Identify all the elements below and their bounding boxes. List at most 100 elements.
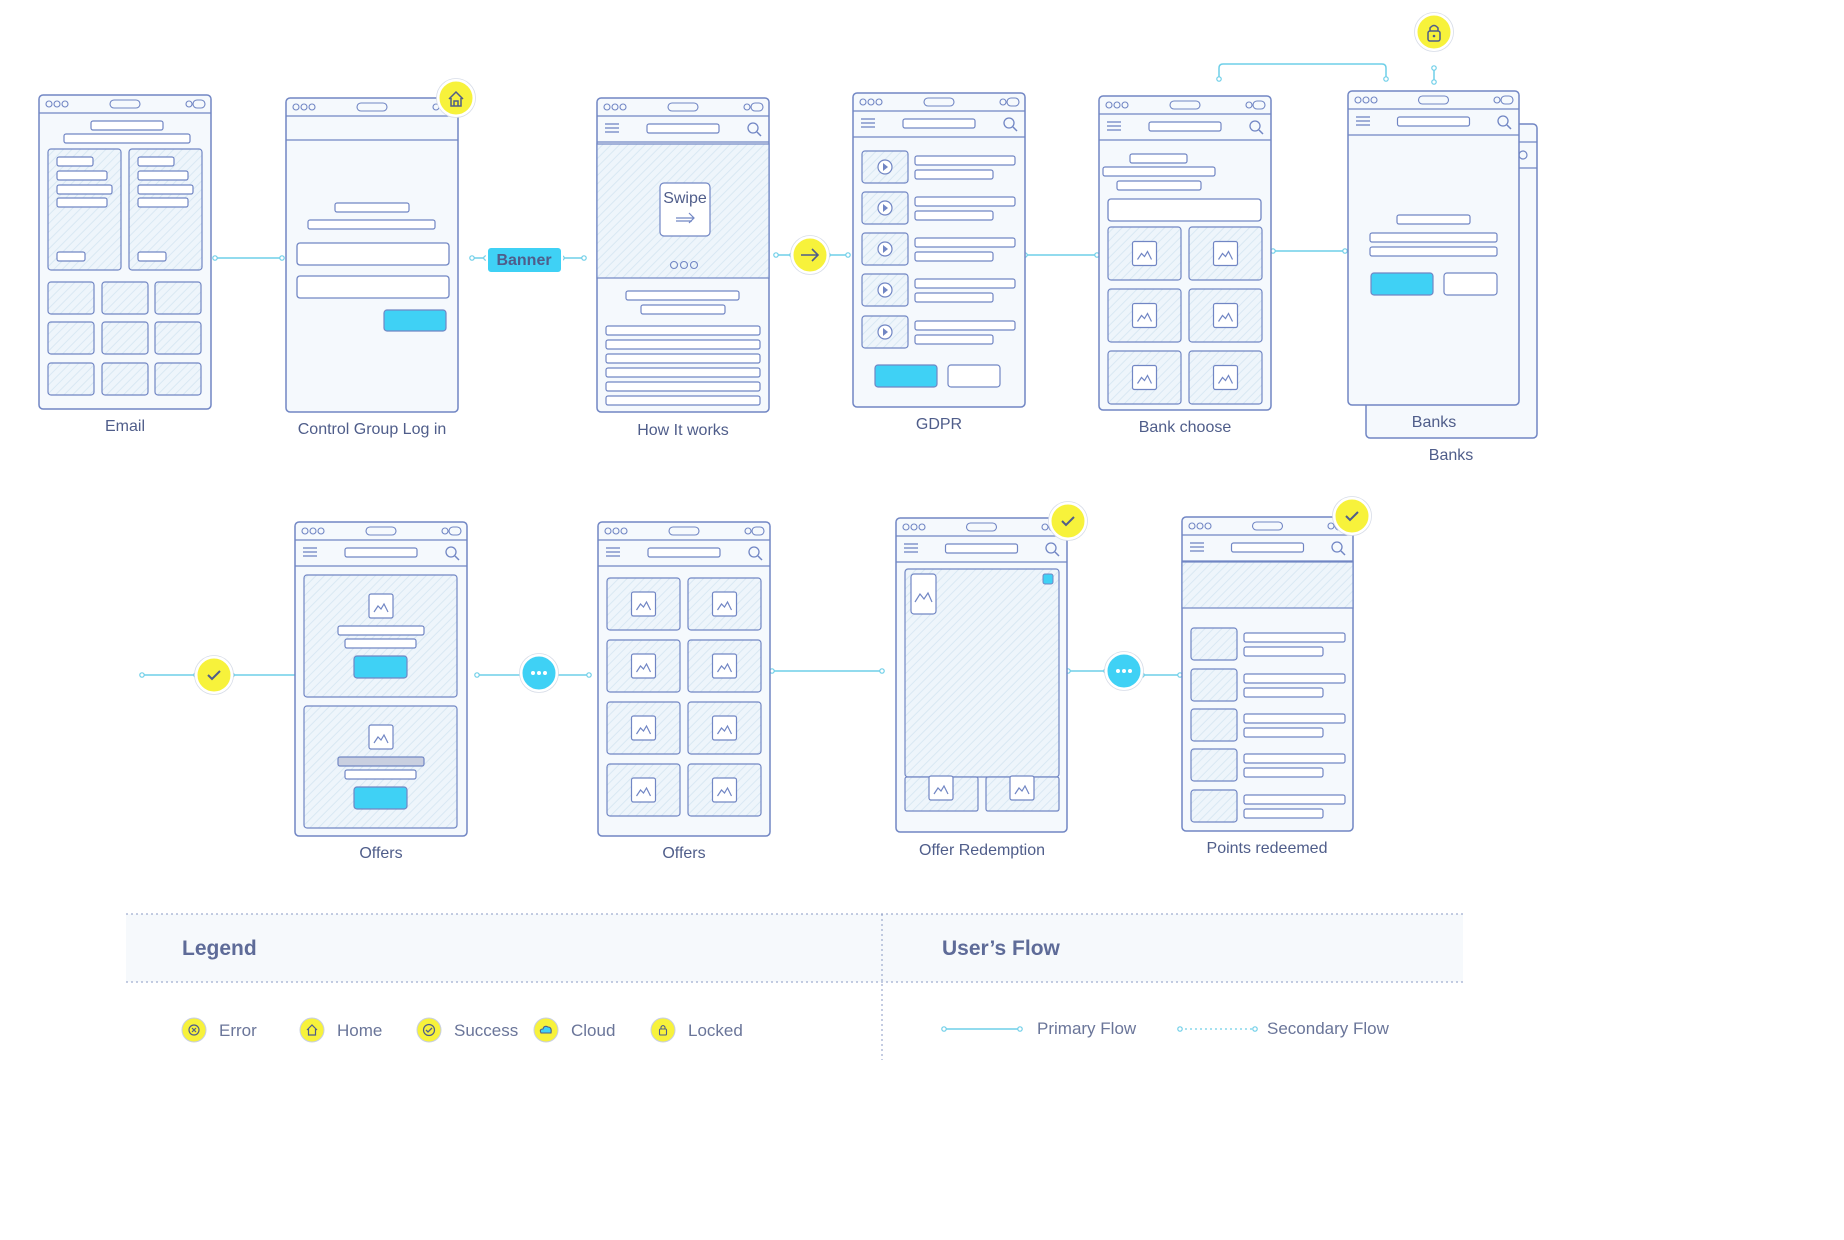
- list-thumb: [1190, 708, 1238, 742]
- screen-label-bank-choose: Bank choose: [1139, 419, 1232, 436]
- pager-dot: [689, 260, 699, 270]
- text-placeholder: [1116, 180, 1202, 191]
- window-dot: [185, 100, 193, 108]
- lock-icon-circle: [1414, 12, 1454, 52]
- grid-tile: [154, 281, 202, 315]
- swipe-label: Swipe: [663, 190, 707, 207]
- legend-item-success: Success: [416, 1017, 518, 1043]
- play-icon-triangle: [883, 286, 888, 294]
- search-field: [1107, 198, 1262, 222]
- text-placeholder: [334, 202, 410, 213]
- titlebar-pill: [1417, 95, 1450, 105]
- dot: [1116, 669, 1120, 673]
- window-dot: [1196, 522, 1204, 530]
- image-icon-mountain: [1137, 250, 1153, 260]
- titlebar-toggle: [1500, 95, 1514, 105]
- window-dot: [441, 527, 449, 535]
- grid-tile: [47, 362, 95, 396]
- back-button[interactable]: [1443, 272, 1498, 296]
- lock-body: [658, 1028, 668, 1036]
- image-icon-mountain: [1218, 250, 1234, 260]
- badge-layer: Banner: [194, 12, 1454, 695]
- titlebar-pill: [365, 526, 397, 536]
- window-dot: [910, 523, 918, 531]
- grid-tile: [101, 281, 149, 315]
- flow-node: [1342, 248, 1348, 254]
- swipe-card: [659, 182, 711, 237]
- flow-node: [1017, 1026, 1023, 1032]
- text-placeholder: [307, 219, 436, 230]
- titlebar-toggle: [1252, 100, 1266, 110]
- window-dot: [1245, 101, 1253, 109]
- dot: [543, 671, 547, 675]
- success-ring: [422, 1023, 436, 1037]
- legend-label-locked: Locked: [688, 1021, 743, 1040]
- arrow-right-icon: [790, 235, 830, 275]
- offer-cta-button[interactable]: [353, 655, 408, 679]
- list-thumb: [1190, 627, 1238, 661]
- screen-offers-1: Offers: [294, 521, 468, 862]
- banner-tag-label: Banner: [496, 252, 551, 269]
- text-placeholder: [56, 170, 108, 181]
- screen-label-points-redeemed: Points redeemed: [1207, 840, 1328, 857]
- flow-node: [581, 255, 587, 261]
- image-icon: [711, 777, 738, 803]
- legend-title: Legend: [182, 937, 257, 960]
- success-icon: [416, 1017, 442, 1043]
- branch-connector: [1218, 63, 1387, 79]
- checkbox[interactable]: [1042, 573, 1054, 585]
- screen-bank-choose: Bank choose: [1098, 95, 1272, 436]
- titlebar-toggle: [192, 99, 206, 109]
- text-placeholder: [337, 625, 425, 636]
- text-placeholder: [1243, 753, 1346, 764]
- screen-banks: Banks: [1347, 90, 1520, 431]
- text-placeholder: [56, 197, 108, 208]
- screen-points-redeemed: Points redeemed: [1181, 516, 1354, 857]
- text-placeholder: [137, 184, 194, 195]
- search-icon: [1249, 120, 1261, 132]
- search-icon: [748, 546, 760, 558]
- screen-label-offers-2: Offers: [662, 845, 705, 862]
- window-dot: [619, 103, 627, 111]
- header-title-placeholder: [902, 118, 976, 129]
- grid-tile: [47, 281, 95, 315]
- flow-node: [1383, 76, 1389, 82]
- submit-button[interactable]: [383, 309, 447, 332]
- search-icon: [747, 122, 759, 134]
- offer-cta-button[interactable]: [353, 786, 408, 810]
- image-icon: [630, 591, 657, 617]
- text-placeholder: [1129, 153, 1188, 164]
- accept-button[interactable]: [874, 364, 938, 388]
- banner-tag: Banner: [486, 246, 563, 274]
- text-placeholder: [344, 638, 417, 649]
- image-icon: [1131, 302, 1158, 329]
- continue-button[interactable]: [1370, 272, 1434, 296]
- window-dot: [620, 527, 628, 535]
- text-placeholder: [1369, 232, 1498, 243]
- text-placeholder: [90, 120, 164, 131]
- text-placeholder: [1102, 166, 1216, 177]
- text-placeholder: [1243, 646, 1324, 657]
- screen-label-how-it-works: How It works: [637, 422, 729, 439]
- locked-icon: [650, 1017, 676, 1043]
- text-placeholder: [914, 251, 994, 262]
- search-icon-handle: [756, 131, 762, 137]
- image-icon: [1131, 240, 1158, 267]
- screen-label-control-group-login: Control Group Log in: [298, 421, 447, 438]
- image-icon-mountain: [636, 786, 652, 797]
- image-icon: [711, 715, 738, 741]
- more-dots-icon-outline: [519, 653, 559, 693]
- more-dots-icon: [519, 653, 559, 693]
- legend-item-error: Error: [181, 1017, 257, 1043]
- image-icon-mountain: [717, 724, 733, 735]
- offer-card: [303, 705, 458, 829]
- legend-header-band: [126, 914, 1463, 982]
- image-icon-mountain: [636, 600, 652, 611]
- lock-shackle: [660, 1024, 666, 1029]
- list-thumb: [1190, 668, 1238, 702]
- image-icon: [630, 777, 657, 803]
- text-placeholder: [1243, 713, 1346, 724]
- decline-button[interactable]: [947, 364, 1001, 388]
- header-title-placeholder: [1230, 542, 1305, 553]
